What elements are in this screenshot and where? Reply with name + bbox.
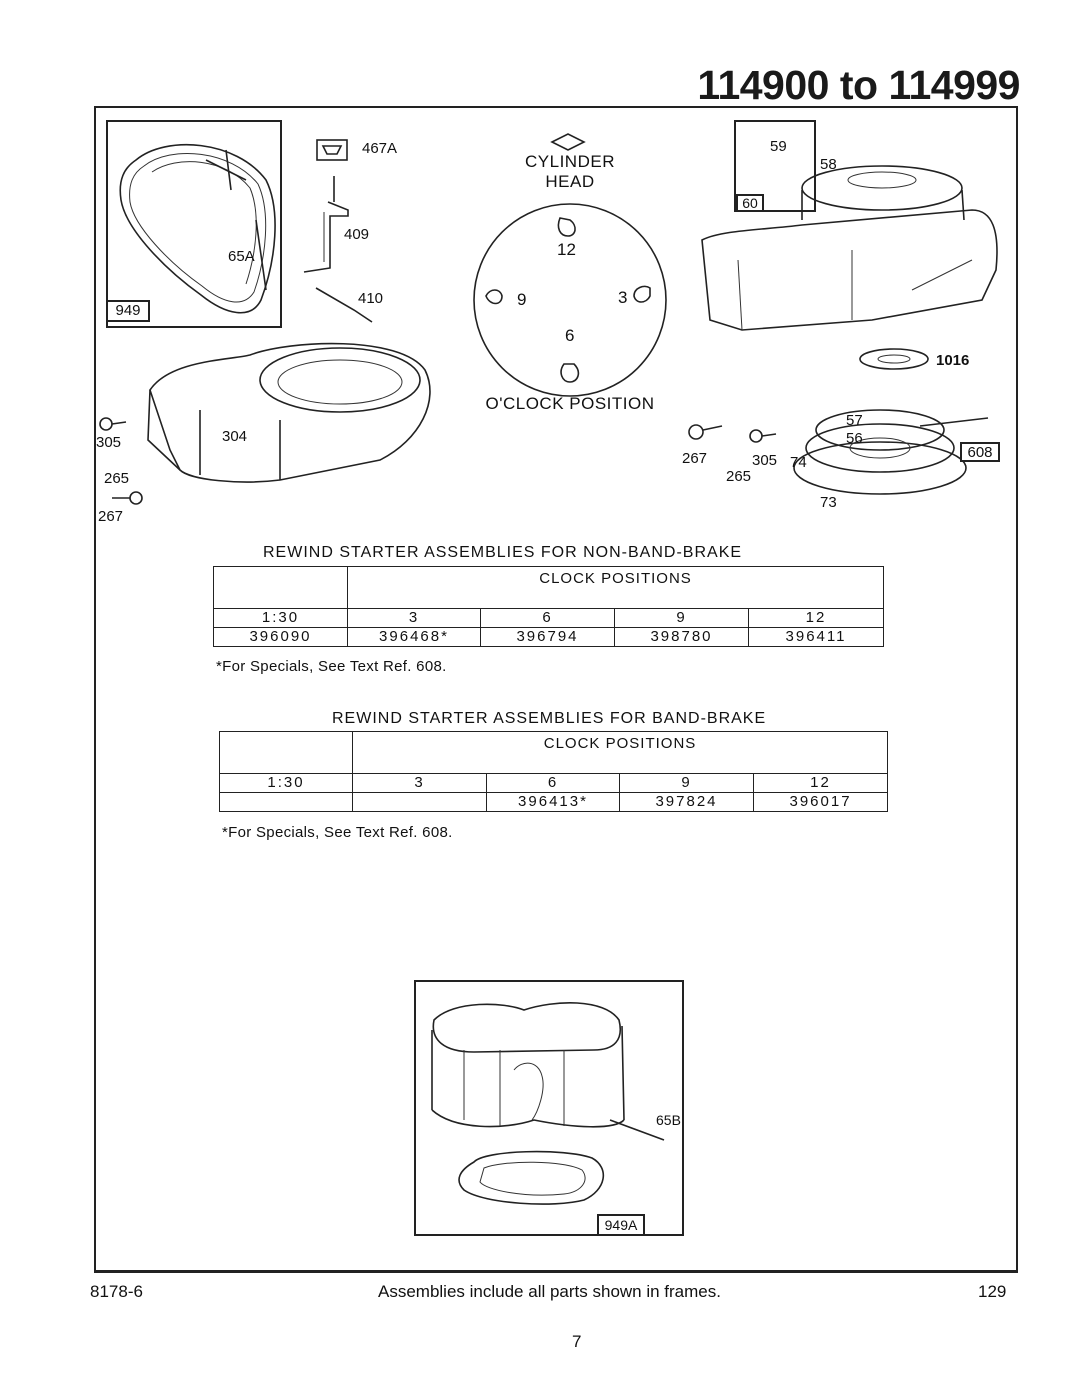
screw-305-right-icon: [749, 429, 777, 443]
clock-caption-line1: CYLINDER: [525, 152, 615, 171]
table-corner-cell: [213, 566, 348, 609]
part-label-65a: 65A: [228, 248, 255, 265]
table-group-header: CLOCK POSITIONS: [346, 566, 885, 609]
table-cell-position: 9: [619, 773, 754, 793]
frame-tag-60: 60: [736, 194, 764, 212]
table-cell-position: 12: [747, 608, 885, 628]
part-1016-icon: [859, 348, 929, 370]
screw-267-right-icon: [688, 424, 723, 440]
clock-position-12: 12: [557, 240, 576, 259]
table-cell-position: 9: [614, 608, 749, 628]
table-row: 1:30 3 6 9 12: [219, 773, 889, 793]
table-non-band-brake: CLOCK POSITIONS 1:30 3 6 9 12 396090 396…: [213, 566, 885, 647]
footer-right: 129: [978, 1282, 1007, 1301]
table-cell-position: 3: [347, 608, 481, 628]
table-cell-part: [352, 792, 487, 812]
part-label-265-right: 265: [726, 468, 752, 485]
table-cell-position: 6: [480, 608, 615, 628]
table-row: 396090 396468* 396794 398780 396411: [213, 627, 885, 647]
part-467a-icon: [316, 139, 348, 161]
table-row: 1:30 3 6 9 12: [213, 608, 885, 628]
part-label-73: 73: [820, 494, 837, 511]
part-label-58: 58: [820, 156, 837, 173]
table-cell-position: 1:30: [219, 773, 353, 793]
table-heading-band-brake: REWIND STARTER ASSEMBLIES FOR BAND-BRAKE: [332, 710, 767, 727]
starter-drawing: [793, 409, 989, 495]
note-non-band-brake: *For Specials, See Text Ref. 608.: [216, 658, 447, 675]
frame-60: [734, 120, 816, 212]
part-label-267-right: 267: [682, 450, 708, 467]
table-cell-position: 6: [486, 773, 620, 793]
table-corner-cell: [219, 731, 353, 774]
part-label-267-left: 267: [98, 508, 124, 525]
main-frame: [94, 106, 1018, 1273]
page-number: 7: [572, 1332, 582, 1351]
frame-949: [106, 120, 282, 328]
part-label-1016: 1016: [936, 352, 970, 369]
table-group-header-row: CLOCK POSITIONS: [213, 566, 885, 609]
frame-949a: [414, 980, 684, 1236]
frame-tag-949a: 949A: [597, 1214, 645, 1236]
clock-caption-bottom: O'CLOCK POSITION: [485, 394, 655, 413]
frame-tag-608: 608: [960, 442, 1000, 462]
table-heading-non-band-brake: REWIND STARTER ASSEMBLIES FOR NON-BAND-B…: [263, 544, 743, 561]
table-cell-part: 398780: [614, 627, 749, 647]
table-group-header-row: CLOCK POSITIONS: [219, 731, 889, 774]
table-group-header: CLOCK POSITIONS: [351, 731, 889, 774]
cylinder-head-arrow-icon: [550, 133, 586, 151]
part-409-icon: [303, 176, 349, 273]
table-cell-position: 3: [352, 773, 487, 793]
clock-circle: [473, 203, 667, 397]
part-label-56: 56: [846, 430, 863, 447]
table-cell-part: 396411: [747, 627, 885, 647]
part-label-305-left: 305: [96, 434, 122, 451]
table-band-brake: CLOCK POSITIONS 1:30 3 6 9 12 396413* 39…: [219, 731, 889, 812]
part-label-265-left: 265: [104, 470, 130, 487]
table-cell-part: 396413*: [486, 792, 620, 812]
part-410-icon: [315, 287, 373, 323]
table-row: 396413* 397824 396017: [219, 792, 889, 812]
air-guide-drawing: [119, 143, 276, 314]
screw-305-icon: [99, 417, 127, 431]
clock-position-6: 6: [565, 326, 575, 345]
blower-housing-drawing: [147, 342, 431, 483]
frame-tag-949: 949: [106, 300, 150, 322]
part-label-65b: 65B: [656, 1112, 681, 1128]
table-cell-position: 1:30: [213, 608, 348, 628]
table-cell-position: 12: [752, 773, 889, 793]
screw-267-icon: [112, 491, 143, 505]
part-label-305-right: 305: [752, 452, 778, 469]
part-label-74: 74: [790, 454, 807, 471]
part-label-59: 59: [770, 138, 787, 155]
footer-center: Assemblies include all parts shown in fr…: [378, 1282, 721, 1301]
air-guide-65b-drawing: [431, 1002, 665, 1205]
footer-left: 8178-6: [90, 1282, 143, 1301]
part-label-304: 304: [222, 428, 248, 445]
part-label-410: 410: [358, 290, 384, 307]
page-title: 114900 to 114999: [697, 62, 1020, 108]
table-cell-part: 396794: [480, 627, 615, 647]
table-cell-part: 397824: [619, 792, 754, 812]
clock-caption-line2: HEAD: [545, 172, 595, 191]
part-label-409: 409: [344, 226, 370, 243]
clock-position-3: 3: [618, 288, 628, 307]
table-cell-part: 396090: [213, 627, 348, 647]
table-cell-part: 396017: [752, 792, 889, 812]
clock-position-9: 9: [517, 290, 527, 309]
shroud-drawing: [701, 165, 998, 331]
table-cell-part: [219, 792, 353, 812]
table-cell-part: 396468*: [347, 627, 481, 647]
part-label-467a: 467A: [362, 140, 398, 157]
part-label-57: 57: [846, 412, 863, 429]
note-band-brake: *For Specials, See Text Ref. 608.: [222, 824, 453, 841]
